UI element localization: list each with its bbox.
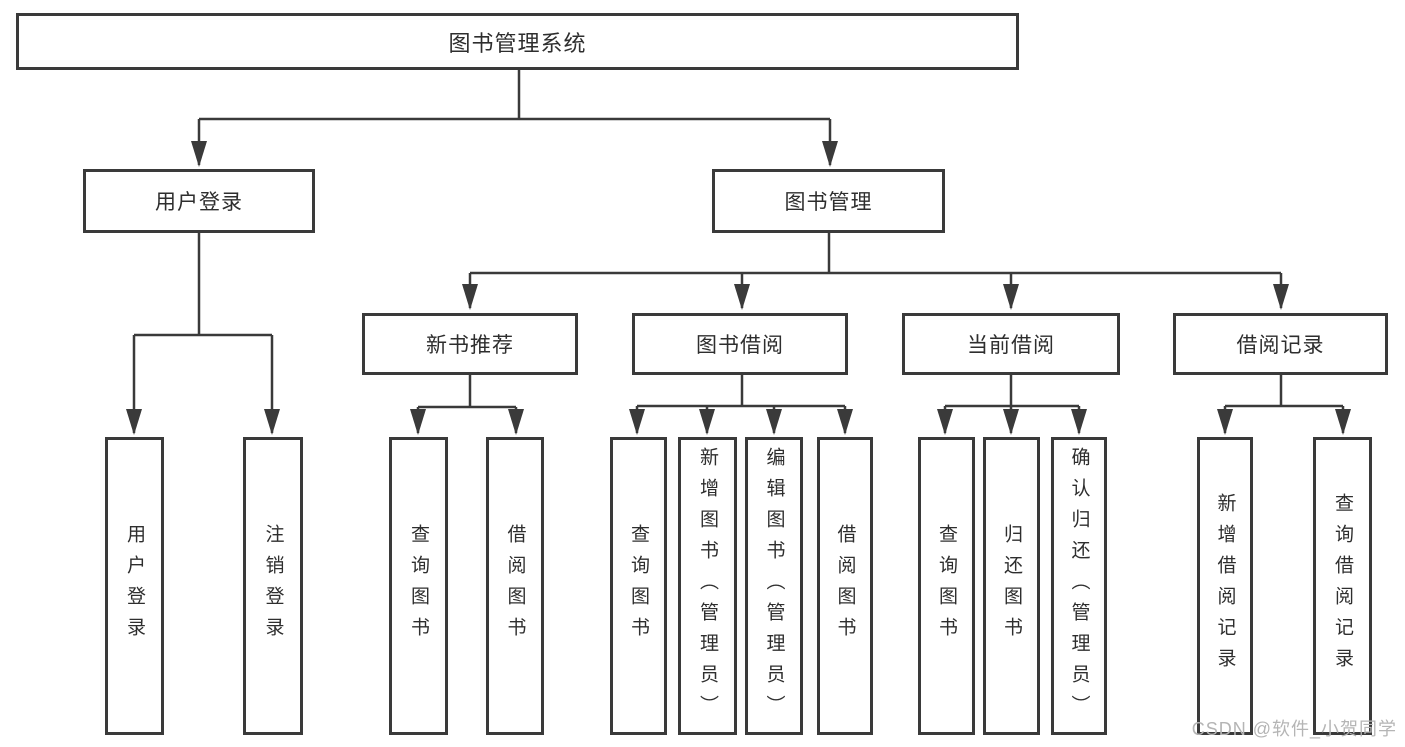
node-query-books-recommend: 查询图书 xyxy=(389,437,448,735)
node-label: 注销登录 xyxy=(262,524,284,648)
node-return-books: 归还图书 xyxy=(983,437,1040,735)
node-label: 查询图书 xyxy=(936,524,957,648)
node-label: 当前借阅 xyxy=(967,334,1055,357)
node-root-system: 图书管理系统 xyxy=(16,13,1019,70)
node-label: 图书管理系统 xyxy=(448,30,587,56)
node-label: 图书借阅 xyxy=(696,334,784,357)
node-new-book-recommend: 新书推荐 xyxy=(362,313,578,375)
node-label: 借阅记录 xyxy=(1236,334,1325,357)
node-confirm-return-admin: 确认归还（管理员） xyxy=(1051,437,1107,735)
node-logout: 注销登录 xyxy=(243,437,303,735)
node-add-borrow-record: 新增借阅记录 xyxy=(1197,437,1253,735)
node-borrow-books: 借阅图书 xyxy=(817,437,873,735)
node-add-books-admin: 新增图书（管理员） xyxy=(678,437,737,735)
node-label: 确认归还（管理员） xyxy=(1068,446,1090,726)
node-query-borrow-record: 查询借阅记录 xyxy=(1313,437,1372,735)
node-label: 借阅图书 xyxy=(834,524,856,648)
node-borrow-records: 借阅记录 xyxy=(1173,313,1388,375)
node-user-login-leaf: 用户登录 xyxy=(105,437,164,735)
node-label: 查询借阅记录 xyxy=(1332,493,1353,679)
node-book-borrowing: 图书借阅 xyxy=(632,313,848,375)
node-label: 编辑图书（管理员） xyxy=(763,446,785,726)
node-label: 查询图书 xyxy=(628,524,649,648)
node-label: 查询图书 xyxy=(408,524,429,648)
node-query-books-current: 查询图书 xyxy=(918,437,975,735)
node-label: 图书管理 xyxy=(784,191,873,214)
node-label: 借阅图书 xyxy=(504,524,526,648)
node-edit-books-admin: 编辑图书（管理员） xyxy=(745,437,803,735)
node-label: 新书推荐 xyxy=(426,334,514,357)
node-borrow-books-recommend: 借阅图书 xyxy=(486,437,544,735)
node-query-books-borrowing: 查询图书 xyxy=(610,437,667,735)
node-label: 新增借阅记录 xyxy=(1214,493,1236,679)
node-label: 新增图书（管理员） xyxy=(697,446,718,726)
node-user-login: 用户登录 xyxy=(83,169,315,233)
node-label: 用户登录 xyxy=(124,524,145,648)
csdn-watermark: CSDN @软件_小贺同学 xyxy=(1191,719,1397,739)
node-label: 归还图书 xyxy=(1001,524,1022,648)
node-label: 用户登录 xyxy=(155,191,243,214)
node-book-management: 图书管理 xyxy=(712,169,945,233)
node-current-borrowing: 当前借阅 xyxy=(902,313,1120,375)
